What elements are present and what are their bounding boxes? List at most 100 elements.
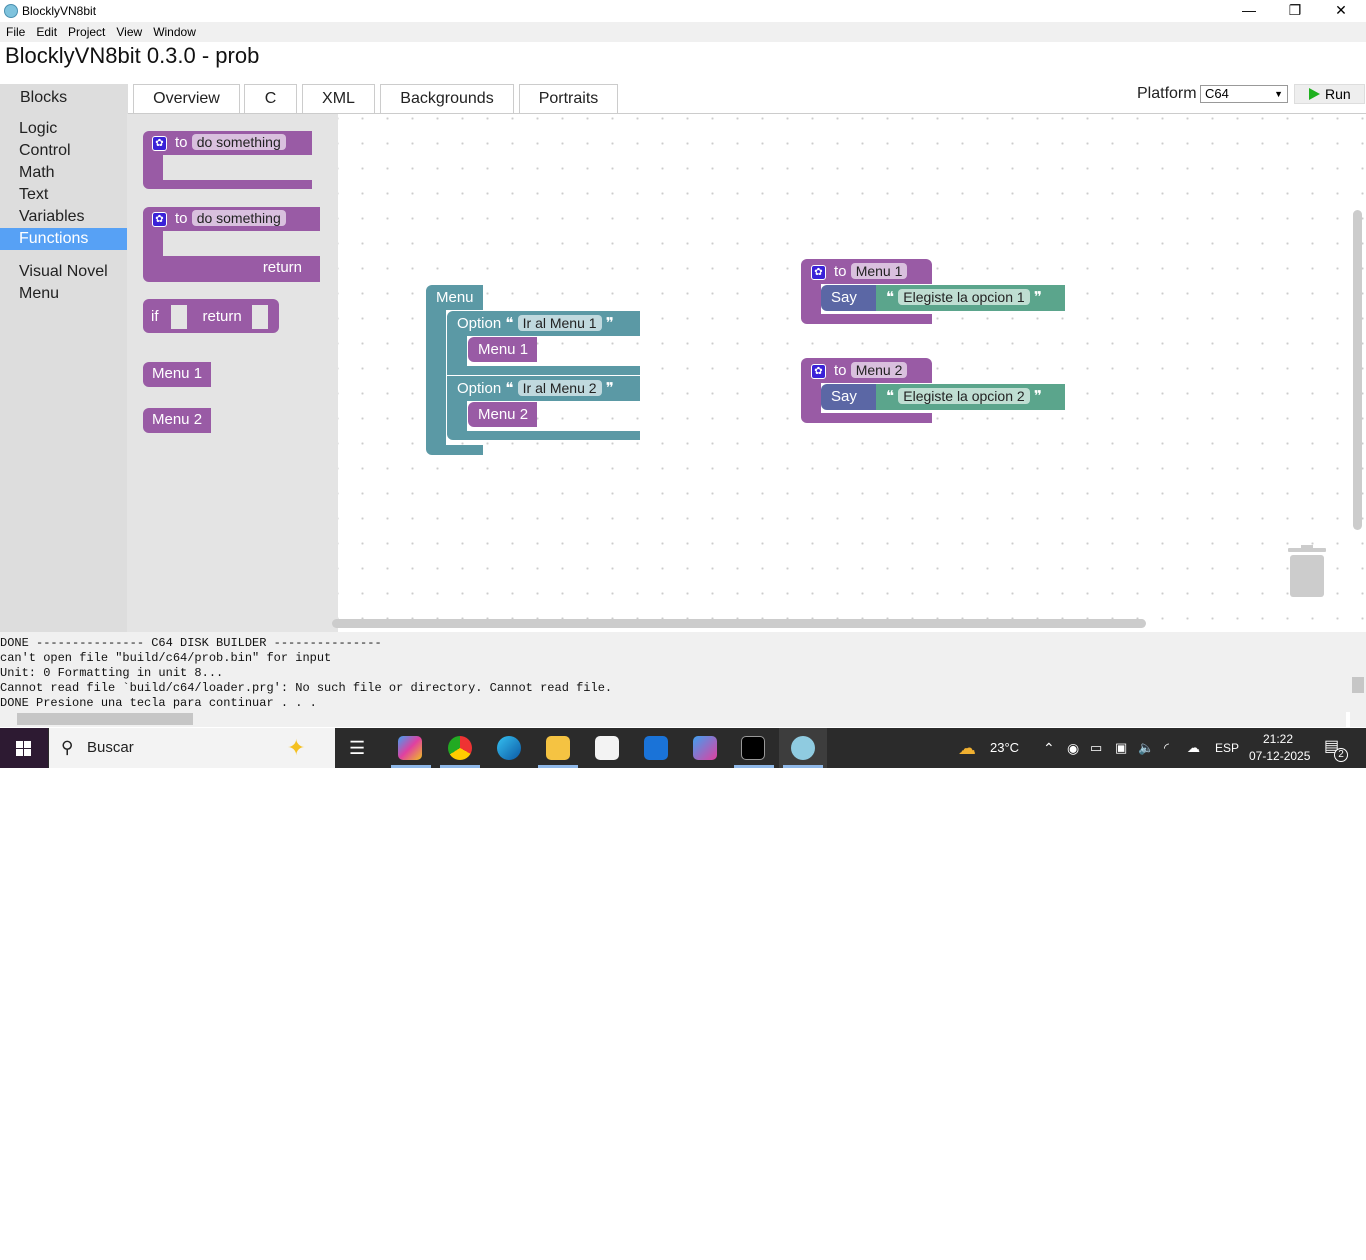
option-bottom bbox=[447, 431, 640, 440]
weather-icon[interactable]: ☁ bbox=[958, 738, 976, 758]
menu-view[interactable]: View bbox=[116, 25, 143, 39]
m365-icon[interactable] bbox=[693, 736, 717, 760]
procedure-menu1-block[interactable]: ✿to Menu 1 bbox=[801, 259, 932, 284]
blocklyvn8bit-icon[interactable] bbox=[791, 736, 815, 760]
app-icon bbox=[4, 4, 18, 18]
procedure-menu2-block[interactable]: ✿to Menu 2 bbox=[801, 358, 932, 383]
console-horizontal-scrollbar[interactable] bbox=[0, 712, 1346, 727]
scroll-thumb[interactable] bbox=[1352, 677, 1364, 693]
procedure-name-field[interactable]: do something bbox=[191, 210, 286, 226]
tab-portraits[interactable]: Portraits bbox=[519, 84, 618, 114]
battery-icon[interactable]: ▭ bbox=[1090, 740, 1103, 755]
running-indicator bbox=[440, 765, 480, 768]
open-quote-icon: ❝ bbox=[505, 380, 514, 397]
outlook-icon[interactable] bbox=[644, 736, 668, 760]
console-output: DONE --------------- C64 DISK BUILDER --… bbox=[0, 632, 1366, 712]
console-vertical-scrollbar[interactable] bbox=[1350, 632, 1366, 727]
tab-xml[interactable]: XML bbox=[302, 84, 375, 114]
record-icon[interactable]: ◉ bbox=[1067, 740, 1080, 756]
platform-select[interactable]: C64▼ bbox=[1200, 85, 1288, 103]
say-block[interactable]: Say bbox=[821, 285, 876, 311]
blockly-workspace[interactable]: Menu Option ❝ Ir al Menu 1 ❞ Menu 1 Opti… bbox=[338, 114, 1366, 632]
category-logic[interactable]: Logic bbox=[19, 120, 58, 137]
run-button[interactable]: Run bbox=[1294, 84, 1365, 104]
text-field[interactable]: Elegiste la opcion 1 bbox=[898, 289, 1030, 305]
text-block[interactable]: ❝ Elegiste la opcion 2 ❞ bbox=[876, 384, 1065, 410]
gear-icon[interactable]: ✿ bbox=[811, 363, 826, 379]
minimize-button[interactable]: — bbox=[1242, 2, 1256, 18]
category-functions[interactable]: Functions bbox=[0, 228, 127, 250]
call-menu2-block[interactable]: Menu 2 bbox=[468, 402, 537, 427]
tab-c[interactable]: C bbox=[244, 84, 297, 114]
text-block[interactable]: ❝ Elegiste la opcion 1 ❞ bbox=[876, 285, 1065, 311]
menu-project[interactable]: Project bbox=[68, 25, 106, 39]
say-block[interactable]: Say bbox=[821, 384, 876, 410]
menu-block[interactable]: Menu bbox=[426, 285, 483, 310]
call-menu1-block[interactable]: Menu 1 bbox=[468, 337, 537, 362]
return-label: return bbox=[202, 307, 242, 325]
procedure-name-field[interactable]: Menu 2 bbox=[850, 362, 908, 378]
category-math[interactable]: Math bbox=[19, 164, 55, 181]
app-title: BlocklyVN8bit 0.3.0 - prob bbox=[5, 43, 260, 68]
to-label: to bbox=[175, 134, 188, 151]
language-indicator[interactable]: ESP bbox=[1215, 741, 1240, 755]
block-body bbox=[143, 231, 163, 256]
volume-icon[interactable]: 🔈 bbox=[1138, 740, 1155, 755]
onedrive-icon[interactable]: ☁ bbox=[1187, 740, 1200, 755]
option-text-field[interactable]: Ir al Menu 2 bbox=[517, 380, 602, 396]
scroll-thumb[interactable] bbox=[17, 713, 193, 725]
tab-overview[interactable]: Overview bbox=[133, 84, 240, 114]
gear-icon[interactable]: ✿ bbox=[152, 211, 167, 227]
menu-block-bottom bbox=[426, 445, 483, 455]
menu-window[interactable]: Window bbox=[153, 25, 196, 39]
category-variables[interactable]: Variables bbox=[19, 208, 85, 225]
tray-chevron-icon[interactable]: ⌃ bbox=[1043, 740, 1055, 756]
category-control[interactable]: Control bbox=[19, 142, 71, 159]
option-text-field[interactable]: Ir al Menu 1 bbox=[517, 315, 602, 331]
copilot-icon[interactable] bbox=[398, 736, 422, 760]
menu-file[interactable]: File bbox=[6, 25, 26, 39]
workspace-vertical-scrollbar[interactable] bbox=[1353, 210, 1362, 530]
edge-icon[interactable] bbox=[497, 736, 521, 760]
search-placeholder: Buscar bbox=[87, 739, 134, 756]
category-menu[interactable]: Menu bbox=[19, 285, 60, 302]
option-block-1[interactable]: Option ❝ Ir al Menu 1 ❞ bbox=[447, 311, 640, 336]
windows-start-icon[interactable] bbox=[0, 728, 48, 768]
clock-date[interactable]: 07-12-2025 bbox=[1249, 749, 1311, 763]
category-visual-novel[interactable]: Visual Novel bbox=[19, 263, 108, 280]
store-icon[interactable] bbox=[595, 736, 619, 760]
camera-icon[interactable]: ▣ bbox=[1115, 740, 1128, 755]
gear-icon[interactable]: ✿ bbox=[152, 135, 167, 151]
taskbar-search[interactable]: ⚲Buscar✦ bbox=[49, 728, 335, 768]
procedure-name-field[interactable]: do something bbox=[191, 134, 286, 150]
restore-button[interactable]: ❐ bbox=[1288, 2, 1302, 18]
procedure-name-field[interactable]: Menu 1 bbox=[850, 263, 908, 279]
call-menu1-block[interactable]: Menu 1 bbox=[143, 362, 211, 387]
trash-icon[interactable] bbox=[1288, 545, 1326, 597]
call-menu2-block[interactable]: Menu 2 bbox=[143, 408, 211, 433]
window-title: BlocklyVN8bit bbox=[22, 4, 97, 18]
task-view-icon[interactable]: ☰ bbox=[349, 738, 366, 758]
option-block-2[interactable]: Option ❝ Ir al Menu 2 ❞ bbox=[447, 376, 640, 401]
gear-icon[interactable]: ✿ bbox=[811, 264, 826, 280]
return-row: return bbox=[143, 256, 320, 282]
menu-edit[interactable]: Edit bbox=[36, 25, 58, 39]
clock-time[interactable]: 21:22 bbox=[1263, 732, 1294, 746]
chrome-icon[interactable] bbox=[448, 736, 472, 760]
block-flyout: ✿to do something ✿to do something return… bbox=[127, 114, 338, 632]
temperature[interactable]: 23°C bbox=[990, 740, 1020, 755]
file-explorer-icon[interactable] bbox=[546, 736, 570, 760]
procedure-return-block[interactable]: ✿to do something bbox=[143, 207, 320, 231]
close-button[interactable]: ✕ bbox=[1335, 2, 1347, 18]
wifi-icon[interactable]: ◜ bbox=[1164, 740, 1170, 755]
procedure-noreturn-block[interactable]: ✿ to do something bbox=[143, 131, 312, 155]
text-field[interactable]: Elegiste la opcion 2 bbox=[898, 388, 1030, 404]
tab-backgrounds[interactable]: Backgrounds bbox=[380, 84, 514, 114]
close-quote-icon: ❞ bbox=[605, 315, 614, 332]
terminal-icon[interactable] bbox=[741, 736, 765, 760]
tab-blocks[interactable]: Blocks bbox=[0, 84, 128, 114]
workspace-horizontal-scrollbar[interactable] bbox=[332, 619, 1146, 628]
close-quote-icon: ❞ bbox=[605, 380, 614, 397]
category-text[interactable]: Text bbox=[19, 186, 49, 203]
